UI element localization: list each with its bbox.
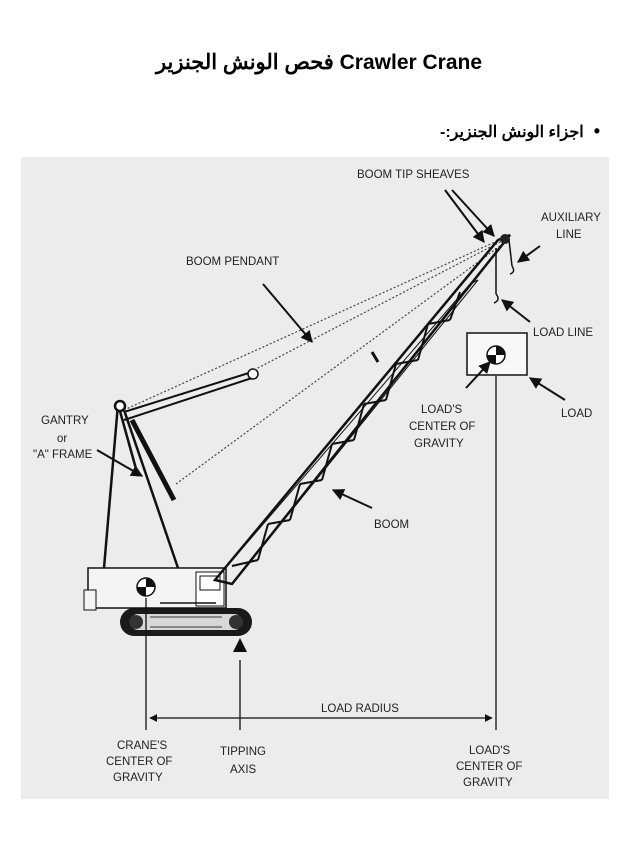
gantry-strut-end <box>247 368 259 380</box>
label-load-line: LOAD LINE <box>533 327 593 339</box>
label-loads-cog-upper-3: GRAVITY <box>414 438 464 450</box>
label-loads-cog-upper-2: CENTER OF <box>409 421 475 433</box>
gantry-back-strut-2 <box>123 377 253 421</box>
diagram-labels: BOOM TIP SHEAVES AUXILIARY LINE BOOM PEN… <box>33 169 601 789</box>
crane-body <box>83 567 227 611</box>
label-loads-cog-lower-3: GRAVITY <box>463 777 513 789</box>
boom <box>212 233 511 586</box>
pointer-arrows <box>96 189 566 509</box>
label-tipping-axis-2: AXIS <box>230 764 257 776</box>
label-auxiliary-line-2: LINE <box>556 229 582 241</box>
label-cranes-cog-2: CENTER OF <box>106 756 172 768</box>
hook-lines <box>493 239 515 304</box>
label-load: LOAD <box>561 408 592 420</box>
tipping-axis-arrow <box>233 638 247 652</box>
crane-cog-symbol <box>136 577 156 597</box>
crane-diagram: BOOM TIP SHEAVES AUXILIARY LINE BOOM PEN… <box>21 157 609 799</box>
load-box <box>466 332 528 376</box>
crane-diagram-svg: BOOM TIP SHEAVES AUXILIARY LINE BOOM PEN… <box>33 169 601 789</box>
gantry-frame <box>102 399 180 569</box>
label-tipping-axis-1: TIPPING <box>220 746 266 758</box>
bullet-icon: • <box>593 121 600 141</box>
label-loads-cog-upper-1: LOAD'S <box>421 404 463 416</box>
label-auxiliary-line-1: AUXILIARY <box>541 212 601 224</box>
label-load-radius: LOAD RADIUS <box>321 703 399 715</box>
label-loads-cog-lower-1: LOAD'S <box>469 745 511 757</box>
label-gantry-3: "A" FRAME <box>33 449 93 461</box>
label-loads-cog-lower-2: CENTER OF <box>456 761 522 773</box>
bullet-text: اجزاء الونش الجنزير:- <box>439 123 584 141</box>
label-boom-tip-sheaves: BOOM TIP SHEAVES <box>357 169 470 181</box>
crawler-track <box>120 608 252 636</box>
page-title: فحص الونش الجنزير Crawler Crane <box>155 51 483 74</box>
label-cranes-cog-1: CRANE'S <box>117 740 167 752</box>
label-boom-pendant: BOOM PENDANT <box>186 256 279 268</box>
bullet-heading: • اجزاء الونش الجنزير:- <box>440 121 600 142</box>
label-cranes-cog-3: GRAVITY <box>113 772 163 784</box>
label-boom: BOOM <box>374 519 409 531</box>
label-gantry-2: or <box>57 433 67 445</box>
gantry-back-strut <box>123 371 253 413</box>
boom-pendant-lines <box>123 236 507 485</box>
label-gantry-1: GANTRY <box>41 415 89 427</box>
